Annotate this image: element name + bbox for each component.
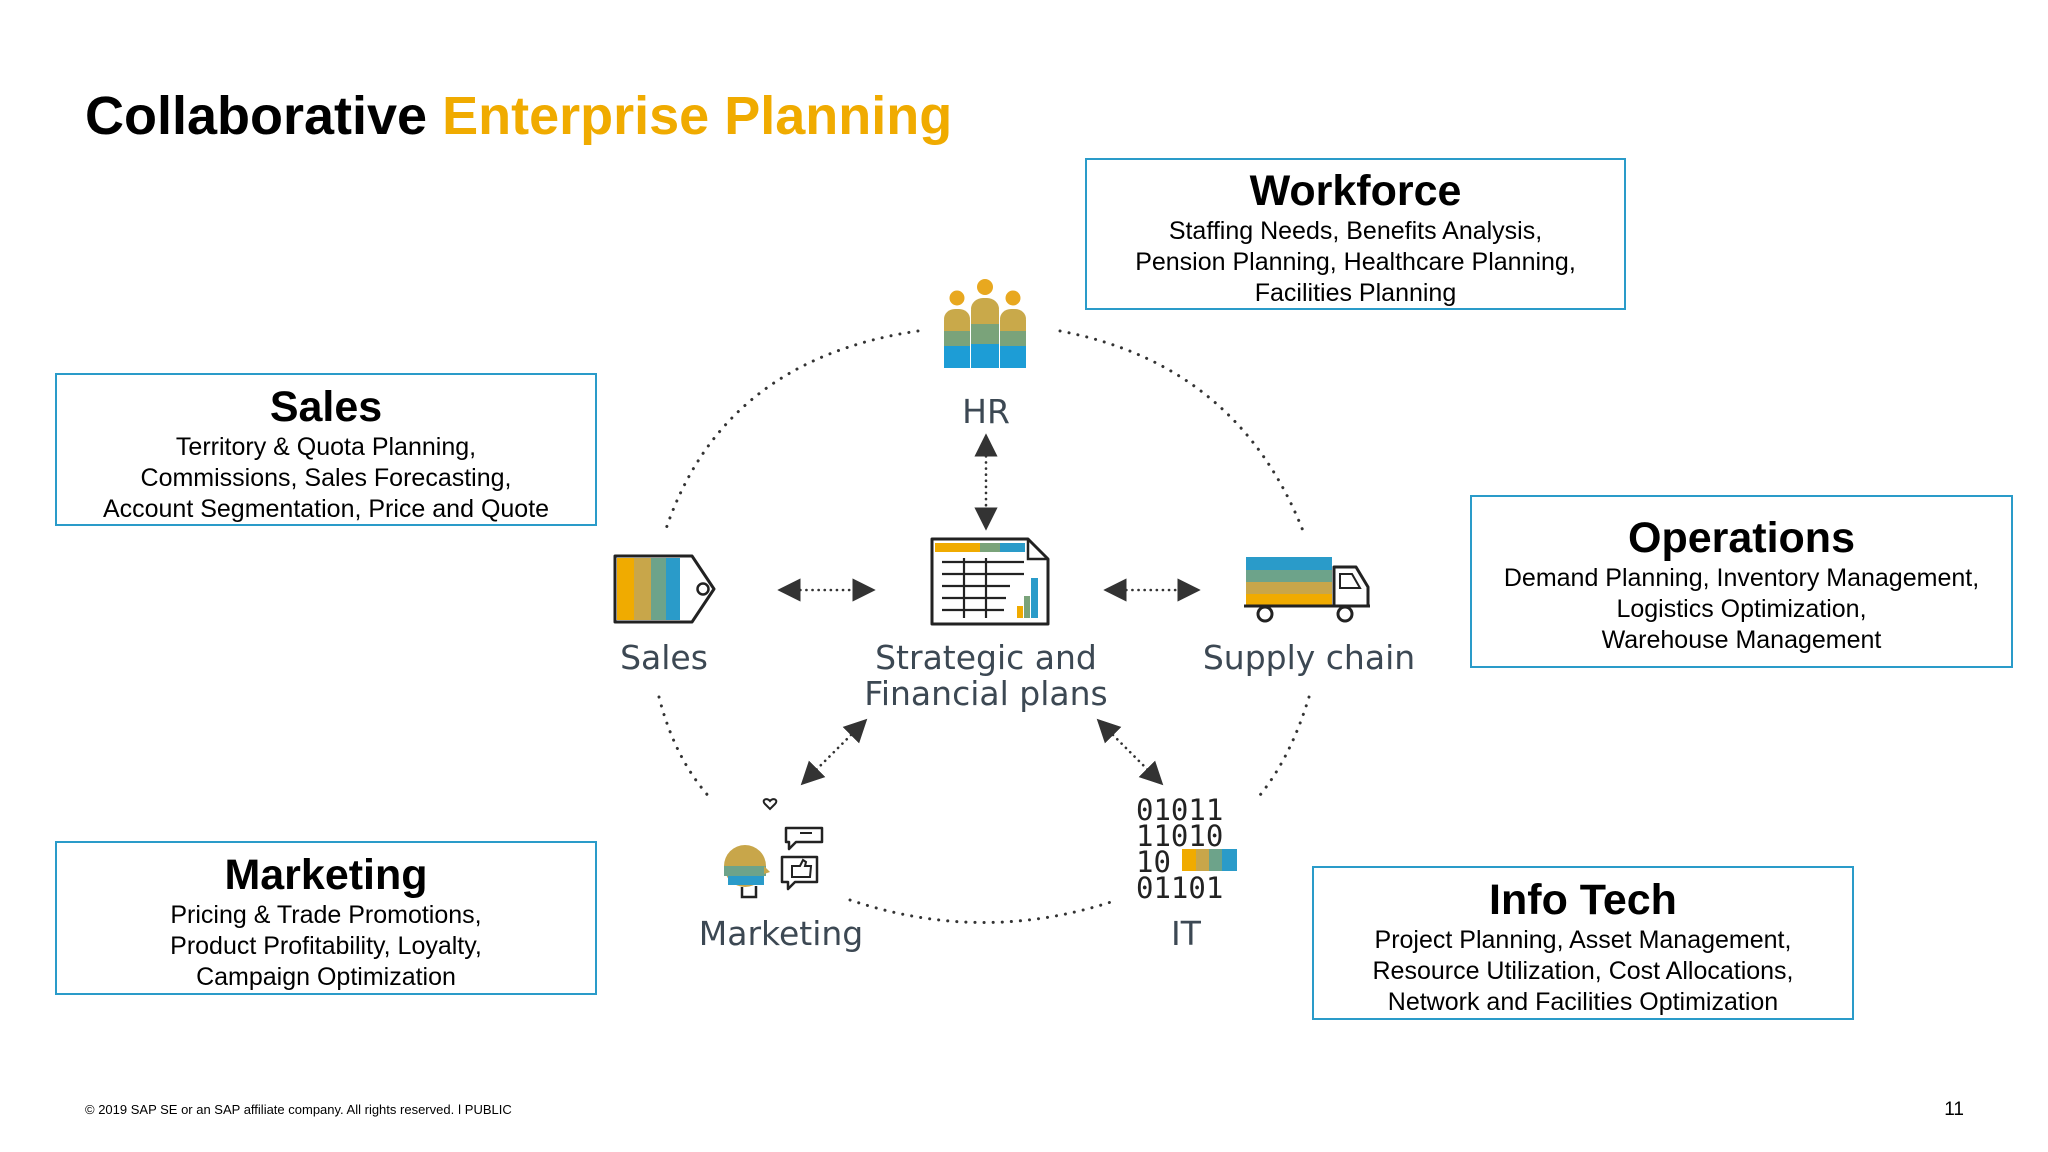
sales-line-3: Account Segmentation, Price and Quote	[102, 495, 550, 523]
marketing-line-2: Product Profitability, Loyalty,	[170, 932, 482, 960]
node-label-hr: HR	[962, 392, 1010, 431]
financial-document-icon	[930, 537, 1050, 626]
ring-arc-sales-marketing	[657, 695, 714, 802]
title-main: Collaborative	[85, 86, 428, 146]
node-label-sales: Sales	[620, 638, 708, 677]
people-group-icon	[944, 279, 1026, 368]
node-label-supply: Supply chain	[1202, 638, 1416, 677]
social-chat-icon	[724, 798, 824, 899]
ring-arc-marketing-it	[848, 898, 1119, 924]
operations-line-3: Warehouse Management	[1601, 626, 1882, 654]
sales-box: Sales Territory & Quota Planning, Commis…	[55, 373, 597, 526]
page-number: 11	[1944, 1099, 1964, 1120]
sales-line-2: Commissions, Sales Forecasting,	[140, 464, 512, 492]
dotted-ring	[657, 329, 1311, 924]
operations-line-2: Logistics Optimization,	[1616, 595, 1867, 623]
infotech-line-1: Project Planning, Asset Management,	[1374, 926, 1792, 954]
operations-box: Operations Demand Planning, Inventory Ma…	[1470, 495, 2013, 668]
node-label-center-line2: Financial plans	[864, 674, 1108, 713]
workforce-box: Workforce Staffing Needs, Benefits Analy…	[1085, 158, 1626, 310]
workforce-title: Workforce	[1249, 167, 1462, 215]
sales-title: Sales	[269, 383, 383, 431]
workforce-line-2: Pension Planning, Healthcare Planning,	[1135, 248, 1576, 276]
page-title: Collaborative Enterprise Planning	[85, 84, 952, 148]
node-label-marketing: Marketing	[698, 914, 864, 953]
binary-row-3: 10	[1136, 845, 1171, 879]
ring-arc-supply-it	[1254, 695, 1311, 802]
sales-line-1: Territory & Quota Planning,	[175, 433, 477, 461]
footer-copyright: © 2019 SAP SE or an SAP affiliate compan…	[85, 1102, 512, 1117]
connectors	[777, 433, 1201, 786]
infotech-title: Info Tech	[1489, 876, 1677, 924]
node-label-center-line1: Strategic and	[875, 638, 1097, 677]
operations-title: Operations	[1628, 514, 1855, 562]
title-accent: Enterprise Planning	[442, 86, 953, 146]
infotech-line-3: Network and Facilities Optimization	[1387, 988, 1779, 1016]
binary-row-4: 01101	[1136, 871, 1223, 905]
arrow-center-marketing	[800, 718, 868, 786]
node-label-it: IT	[1171, 914, 1201, 953]
operations-line-1: Demand Planning, Inventory Management,	[1503, 564, 1980, 592]
infotech-box: Info Tech Project Planning, Asset Manage…	[1312, 866, 1854, 1020]
marketing-title: Marketing	[224, 851, 428, 899]
binary-row-2: 11010	[1136, 819, 1223, 853]
binary-row-1: 01011	[1136, 793, 1223, 827]
workforce-line-3: Facilities Planning	[1254, 279, 1457, 307]
marketing-box: Marketing Pricing & Trade Promotions, Pr…	[55, 841, 597, 995]
ring-arc-hr-supply	[1058, 329, 1307, 538]
arrow-center-it	[1096, 718, 1164, 786]
workforce-line-1: Staffing Needs, Benefits Analysis,	[1168, 217, 1543, 245]
marketing-line-1: Pricing & Trade Promotions,	[170, 901, 482, 929]
infotech-line-2: Resource Utilization, Cost Allocations,	[1372, 957, 1794, 985]
ring-arc-hr-sales	[662, 329, 920, 537]
delivery-truck-icon	[1244, 557, 1370, 623]
price-tag-icon	[613, 554, 716, 624]
marketing-line-3: Campaign Optimization	[196, 963, 456, 991]
node-label-center: Strategic and Financial plans	[856, 640, 1116, 712]
binary-code-icon: 01011 11010 10 01101	[1136, 793, 1237, 905]
